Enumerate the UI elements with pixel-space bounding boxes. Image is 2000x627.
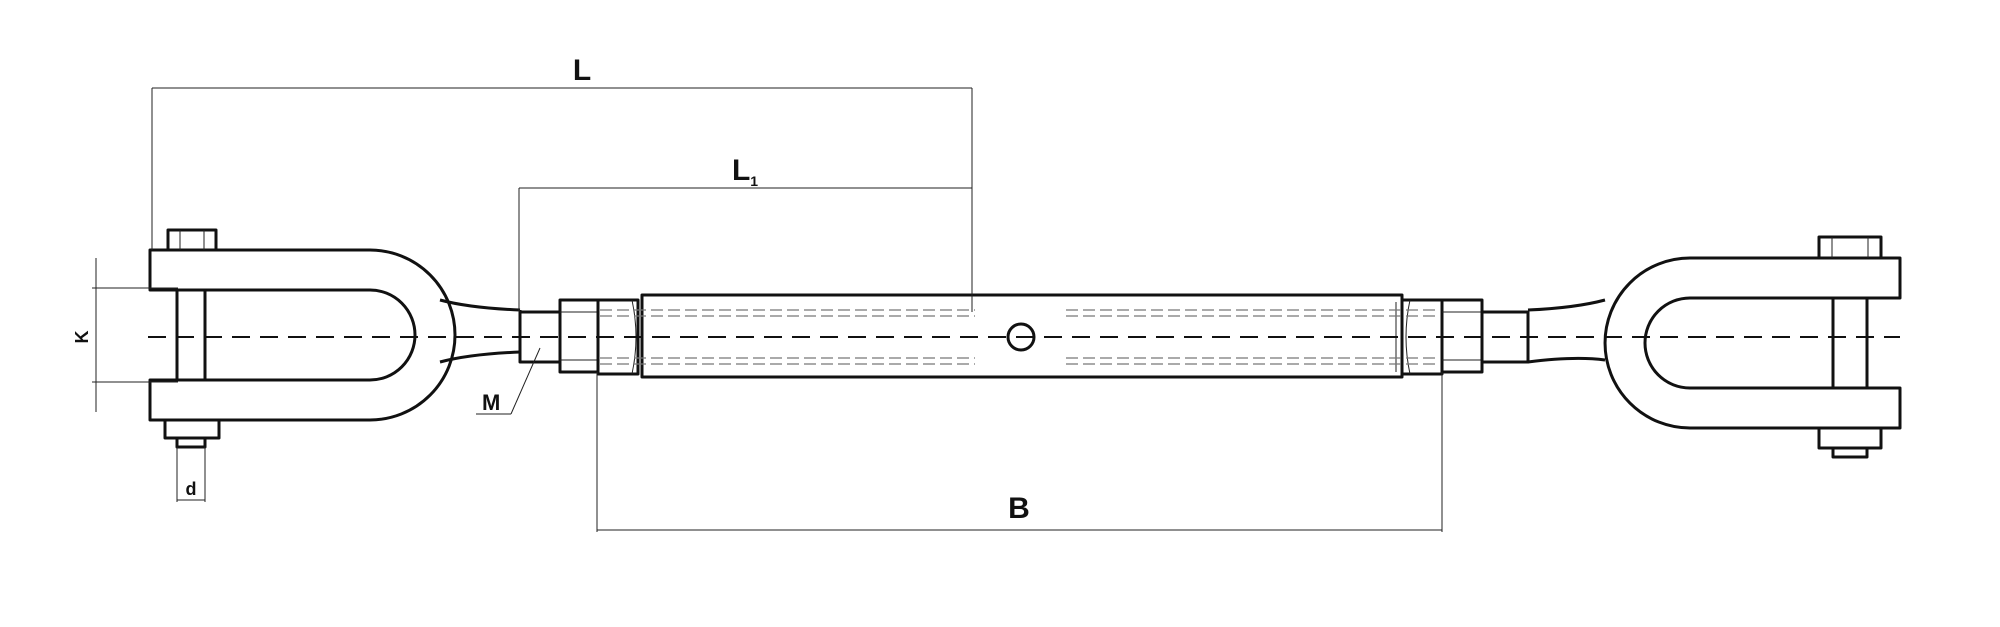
- right-jaw-body: [1603, 256, 1902, 430]
- label-K: K: [72, 331, 92, 344]
- dimension-L1: L1: [518, 154, 972, 312]
- label-M: M: [482, 390, 500, 415]
- left-pin-nut: [163, 418, 221, 440]
- left-jaw-body: [148, 248, 457, 422]
- dimension-M: M: [476, 347, 541, 415]
- right-neck: [1527, 298, 1606, 364]
- dimension-K: K: [72, 258, 178, 412]
- label-L1: L1: [732, 154, 758, 189]
- dimension-d: d: [176, 447, 206, 502]
- right-pin-nut: [1817, 426, 1883, 450]
- left-pin-head: [166, 228, 218, 252]
- left-neck: [439, 298, 521, 364]
- left-jaw: [148, 228, 522, 449]
- dimension-B: B: [596, 372, 1443, 532]
- right-pin-head: [1817, 235, 1883, 260]
- right-jaw: [1527, 235, 1902, 459]
- right-pin-shaft: [1831, 296, 1869, 390]
- right-threaded-rod: [1440, 298, 1530, 374]
- dimension-L: L: [151, 54, 973, 312]
- label-d: d: [186, 479, 197, 499]
- label-B: B: [1008, 492, 1030, 525]
- label-L: L: [573, 54, 591, 87]
- left-threaded-rod: [518, 298, 600, 374]
- left-pin-shaft: [175, 288, 207, 382]
